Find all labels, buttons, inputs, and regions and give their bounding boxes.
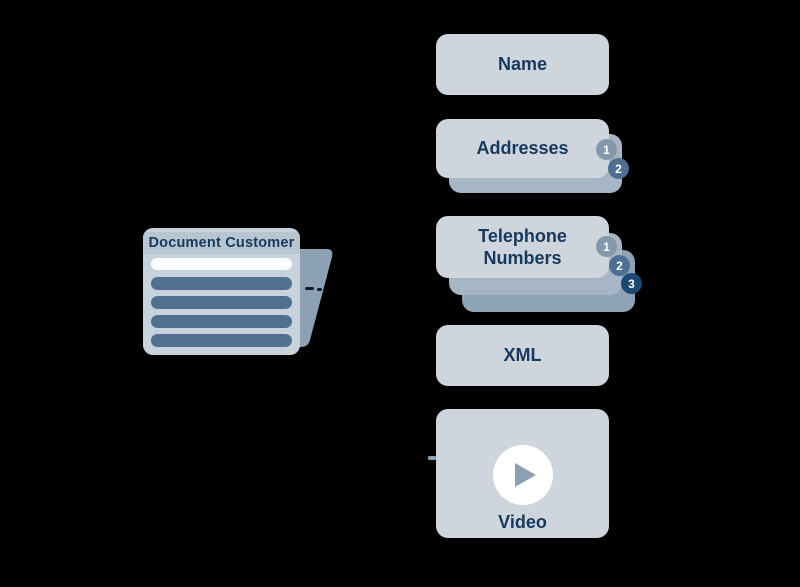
play-icon (515, 463, 536, 487)
document-field-bar (151, 334, 292, 347)
card-label: Telephone Numbers (478, 225, 567, 269)
document-title: Document Customer (148, 235, 295, 251)
card-label: Name (497, 54, 548, 75)
count-badge: 2 (609, 255, 630, 276)
connector-dash (317, 288, 322, 291)
card-label: Video (498, 512, 547, 532)
card-label: Addresses (476, 138, 569, 159)
card-name: Name (436, 34, 609, 95)
connector-dash (428, 456, 436, 460)
count-badge: 1 (596, 139, 617, 160)
count-badge: 3 (621, 273, 642, 294)
card-addresses: Addresses (436, 119, 609, 178)
count-badge: 1 (596, 236, 617, 257)
connector-dash (305, 287, 314, 290)
card-video: Video (436, 409, 609, 538)
play-button[interactable] (492, 445, 553, 505)
card-xml: XML (436, 325, 609, 386)
document-field-bar (151, 277, 292, 290)
count-badge: 2 (608, 158, 629, 179)
document-card: Document Customer (143, 228, 300, 355)
document-field-bar (151, 296, 292, 309)
document-field-bar (151, 315, 292, 328)
document-title-bar: Document Customer (143, 232, 300, 254)
card-label: XML (503, 345, 542, 366)
document-back-page (298, 249, 333, 347)
card-telephone-numbers: Telephone Numbers (436, 216, 609, 278)
document-field-bar-highlighted (151, 258, 292, 270)
